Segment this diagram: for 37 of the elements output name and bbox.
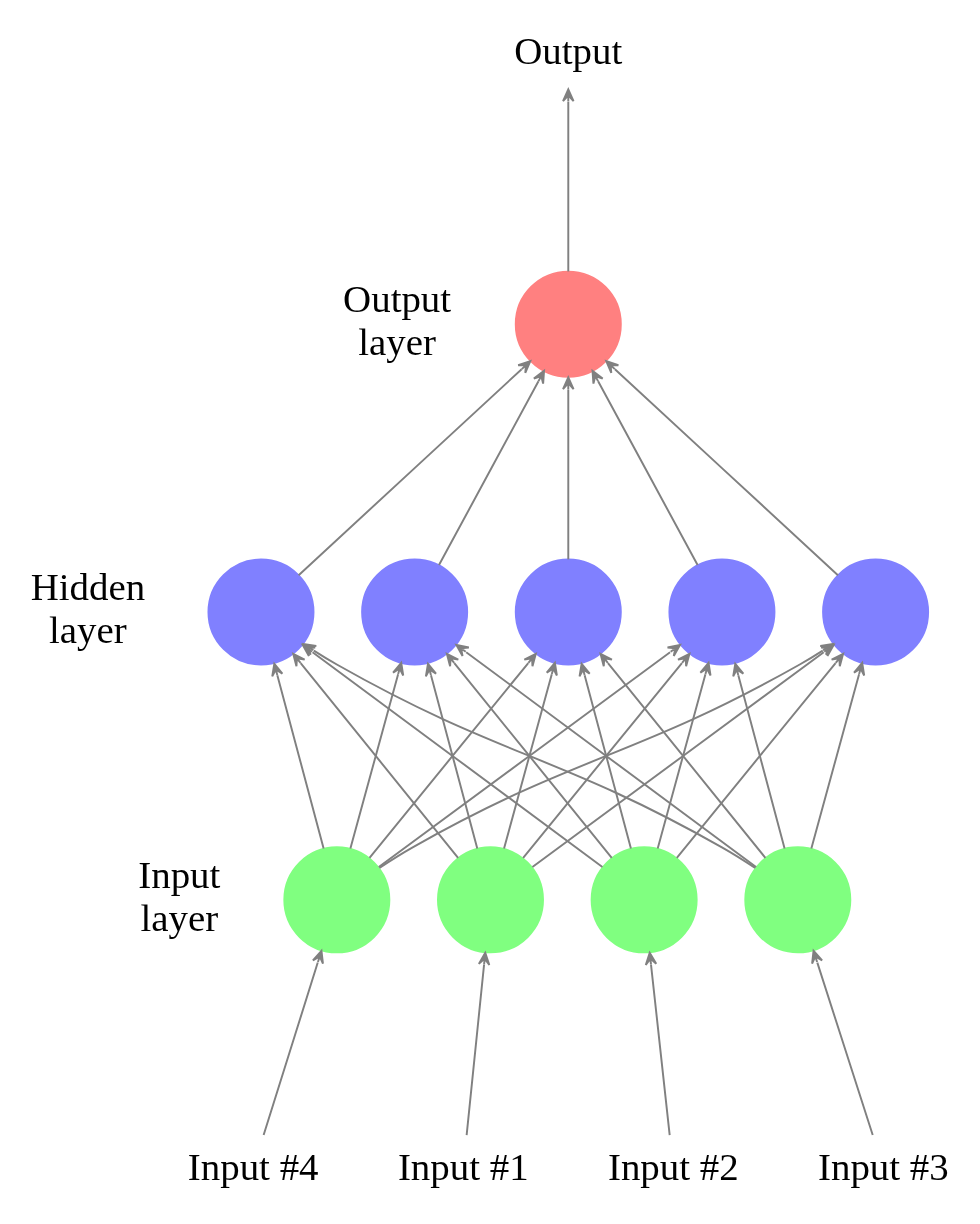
arrow bbox=[591, 369, 699, 567]
arrow bbox=[562, 376, 575, 561]
arrow bbox=[732, 662, 786, 850]
arrow bbox=[644, 951, 671, 1137]
node-circle bbox=[437, 846, 544, 954]
arrow bbox=[438, 369, 545, 567]
arrow bbox=[455, 643, 757, 868]
arrow bbox=[578, 662, 632, 850]
arrow bbox=[424, 662, 479, 850]
label: Hidden layer bbox=[30, 565, 146, 652]
arrow bbox=[271, 662, 325, 850]
arrow bbox=[377, 643, 681, 868]
arrow bbox=[562, 88, 575, 273]
arrow bbox=[465, 951, 491, 1137]
arrow bbox=[810, 661, 866, 850]
node-circle bbox=[283, 846, 391, 954]
arrow bbox=[811, 949, 874, 1137]
node-text: Input #3 bbox=[818, 1144, 949, 1188]
arrow bbox=[445, 652, 613, 859]
node-circle bbox=[590, 846, 698, 954]
node-text: Input #4 bbox=[187, 1144, 319, 1188]
arrow bbox=[503, 661, 558, 850]
arrow bbox=[349, 661, 405, 850]
arrow bbox=[522, 652, 691, 859]
arrow bbox=[262, 949, 324, 1137]
node-text: Input #2 bbox=[607, 1144, 739, 1188]
arrow bbox=[297, 360, 532, 577]
node-circle bbox=[744, 846, 852, 954]
arrow bbox=[656, 661, 712, 850]
label: Output layer bbox=[343, 277, 452, 364]
arrow bbox=[605, 360, 839, 577]
arrow bbox=[599, 652, 767, 859]
node-text: Input #1 bbox=[397, 1144, 529, 1188]
node-text: Output bbox=[514, 28, 623, 72]
arrow bbox=[292, 652, 460, 859]
label: Input layer bbox=[138, 853, 221, 939]
arrow bbox=[368, 652, 537, 859]
